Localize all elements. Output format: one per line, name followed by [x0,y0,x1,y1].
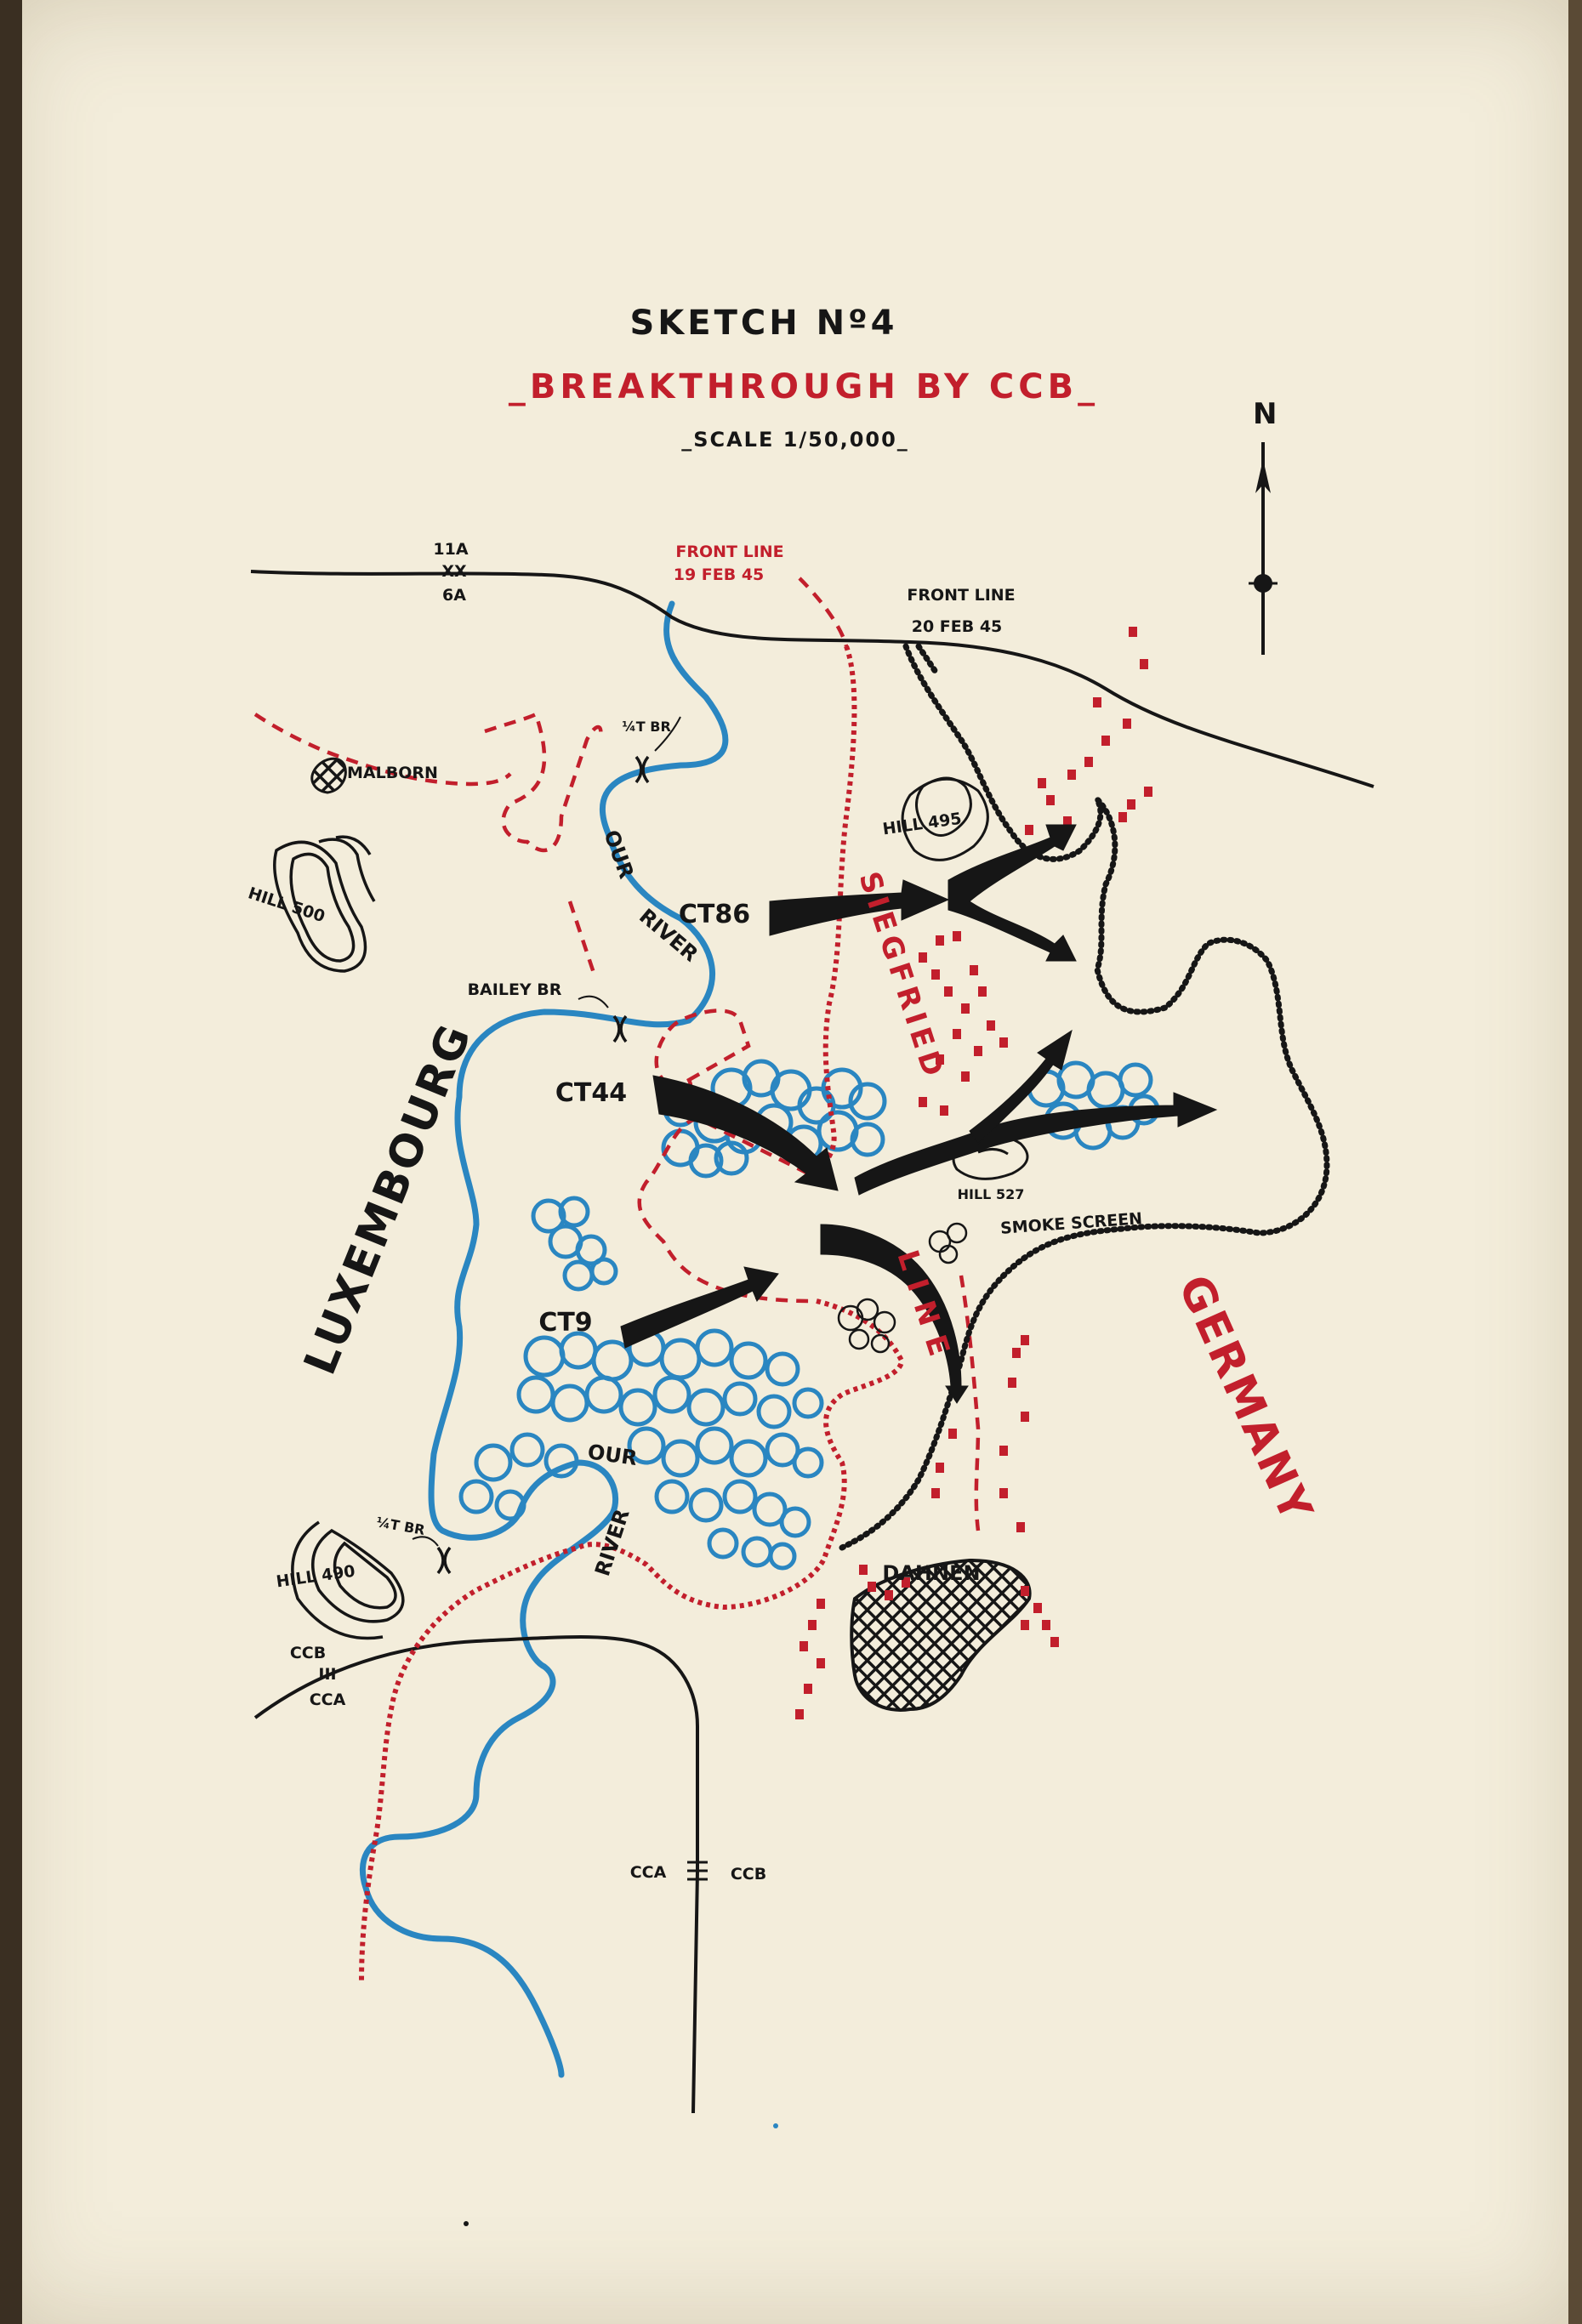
boundary-left-upper: CCB [290,1644,326,1662]
boundary-bottom-right: CCB [731,1865,766,1884]
ct9-label: CT9 [538,1308,592,1338]
front-line-19feb-label-2: 19 FEB 45 [674,565,765,584]
line-label: LINE [890,1246,959,1371]
ink-spot [773,2123,778,2128]
arrow-south [820,1224,969,1404]
front-line-20feb-label-2: 20 FEB 45 [912,617,1003,636]
malborn-village [310,757,347,794]
attack-arrows [620,824,1218,1404]
hill-500-label: HILL 500 [246,884,327,926]
ct44-label: CT44 [555,1078,627,1108]
dahnen-village [850,1558,1032,1712]
front-line-20feb [839,643,1330,1551]
boundary-south-marker: CCA CCB [630,1861,766,1884]
arrow-ct44 [652,1075,839,1191]
bridge-south-icon [412,1536,452,1575]
ink-spot [464,2221,469,2226]
arrow-ct86 [769,879,950,936]
sketch-title: SKETCH Nº4 [629,304,897,343]
luxembourg-label: LUXEMBOURG [294,1016,481,1382]
north-arrow-icon [1249,442,1278,655]
bridge-south-label: ¼T BR [375,1514,426,1538]
sketch-scale: _SCALE 1/50,000_ [681,428,909,452]
hill-495-contour [901,776,989,861]
bridge-north-icon [635,716,681,784]
boundary-top-middle: XX [441,562,467,581]
boundary-left-middle: III [318,1665,336,1684]
north-label: N [1253,397,1277,431]
woods-south [458,1328,824,1571]
boundary-left-lower: CCA [310,1690,346,1709]
boundary-ccb-cca-west [253,1635,699,2114]
paper-edge-right [1568,0,1582,2324]
hill-500-contour [273,835,376,973]
woods-west [531,1196,618,1292]
boundary-top-marker: 11A XX 6A [433,540,468,605]
front-line-20feb-label-1: FRONT LINE [907,586,1015,605]
arrow-ne [969,1029,1073,1145]
our-river [359,600,729,2078]
hill-490-contour [291,1520,405,1640]
germany-label: GERMANY [1168,1268,1323,1531]
ct86-label: CT86 [679,900,750,929]
arrow-ct86-fork [947,824,1077,962]
smoke-screen-icon [837,1222,968,1354]
boundary-top-upper: 11A [433,540,468,559]
boundary-west-marker: CCB III CCA [290,1644,346,1709]
hill-490-label: HILL 490 [275,1562,356,1592]
arrow-ct9 [620,1266,779,1349]
bailey-bridge-label: BAILEY BR [468,980,562,999]
boundary-bottom-left: CCA [630,1863,667,1882]
pillbox-markers [795,627,1152,1719]
front-line-19feb-label-1: FRONT LINE [675,543,783,561]
hill-527-label: HILL 527 [958,1186,1025,1202]
malborn-label: MALBORN [347,764,438,782]
sketch-subtitle: _BREAKTHROUGH BY CCB_ [509,367,1099,406]
boundary-north [250,570,1374,788]
paper-edge-left [0,0,22,2324]
woods-east [1027,1060,1160,1151]
bridge-north-label: ¼T BR [622,719,671,735]
hill-495-label: HILL 495 [881,810,963,839]
dahnen-label: DAHNEN [882,1561,980,1585]
boundary-top-lower: 6A [442,586,466,605]
river-upper-label-1: OUR [599,827,638,881]
bridge-bailey-icon [578,995,628,1043]
arrow-ct44-east [854,1092,1218,1196]
